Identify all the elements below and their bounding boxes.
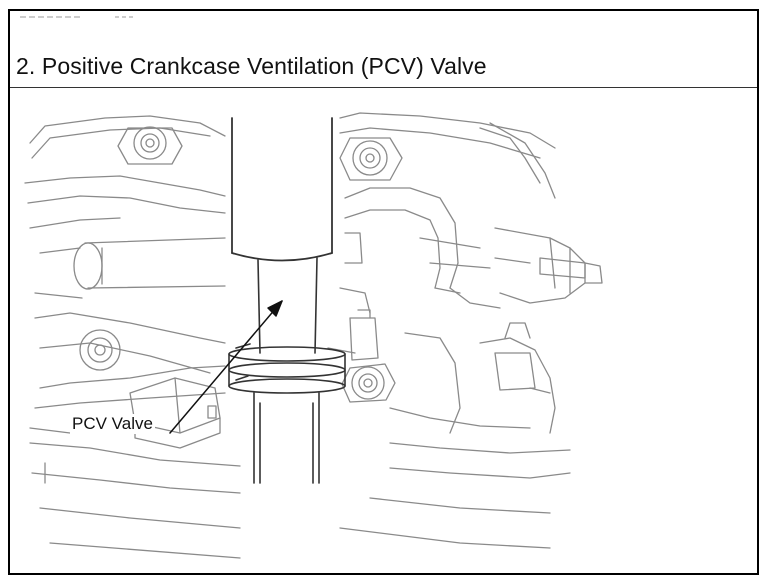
page-title: 2. Positive Crankcase Ventilation (PCV) …	[16, 53, 487, 79]
title-bar: 2. Positive Crankcase Ventilation (PCV) …	[10, 11, 757, 88]
engine-block-right	[327, 112, 603, 549]
pcv-valve-label: PCV Valve	[70, 414, 155, 434]
pcv-hose-upper	[231, 117, 333, 262]
pcv-valve-illustration	[24, 112, 603, 559]
diagram-frame: 2. Positive Crankcase Ventilation (PCV) …	[8, 9, 759, 575]
header-smudge-decoration	[20, 16, 135, 18]
pcv-valve-body	[228, 257, 346, 484]
callout-arrow	[169, 300, 283, 434]
engine-block-left	[24, 115, 241, 559]
